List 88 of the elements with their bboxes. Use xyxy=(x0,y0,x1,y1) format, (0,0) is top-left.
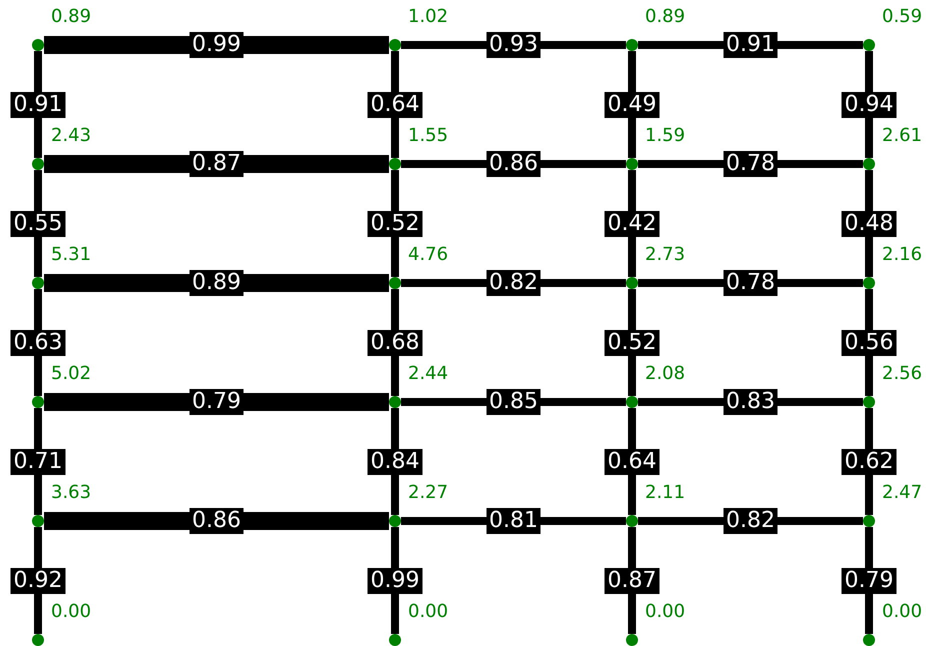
edge-label: 0.92 xyxy=(10,568,66,594)
joint-value: 0.00 xyxy=(51,602,92,622)
joint-value: 1.59 xyxy=(645,126,686,146)
edge-label: 0.93 xyxy=(486,32,541,58)
edge-label: 0.78 xyxy=(723,151,778,177)
edge-label: 0.87 xyxy=(189,151,244,177)
edge-label: 0.55 xyxy=(10,210,66,236)
joint-value: 2.73 xyxy=(645,245,686,265)
joint-value: 0.89 xyxy=(51,7,92,27)
edge-label: 0.82 xyxy=(486,270,541,296)
joint-value: 2.11 xyxy=(645,483,686,503)
joint-dot xyxy=(626,158,638,170)
edge-label: 0.48 xyxy=(842,210,896,236)
edge-label: 0.82 xyxy=(723,508,778,534)
edge-label: 0.86 xyxy=(486,151,541,177)
joint-dot xyxy=(863,515,875,527)
beam-line xyxy=(44,274,389,292)
joint-dot xyxy=(626,634,638,646)
edge-label: 0.64 xyxy=(604,448,660,474)
edge-label: 0.89 xyxy=(189,270,244,296)
joint-value: 0.89 xyxy=(645,7,686,27)
joint-value: 4.76 xyxy=(408,245,448,265)
joint-dot xyxy=(389,515,401,527)
joint-dot xyxy=(863,158,875,170)
beam-line xyxy=(44,36,389,54)
edge-label: 0.99 xyxy=(368,568,422,594)
joint-dot xyxy=(32,39,44,51)
joint-value: 2.16 xyxy=(882,245,922,265)
joint-dot xyxy=(389,634,401,646)
edge-label: 0.52 xyxy=(604,330,660,356)
edge-label: 0.85 xyxy=(486,389,541,415)
edge-label: 0.62 xyxy=(842,448,896,474)
beam-line xyxy=(44,155,389,173)
edge-label: 0.91 xyxy=(10,92,66,118)
joint-value: 2.43 xyxy=(51,126,92,146)
edge-label: 0.42 xyxy=(604,210,660,236)
edge-label: 0.83 xyxy=(723,389,778,415)
joint-value: 2.44 xyxy=(408,364,448,384)
joint-dot xyxy=(32,515,44,527)
joint-value: 2.61 xyxy=(882,126,922,146)
joint-value: 1.02 xyxy=(408,7,448,27)
edge-label: 0.52 xyxy=(368,210,422,236)
joint-dot xyxy=(626,515,638,527)
joint-dot xyxy=(32,396,44,408)
joint-dot xyxy=(389,158,401,170)
edge-label: 0.79 xyxy=(189,389,244,415)
joint-value: 0.59 xyxy=(882,7,922,27)
edge-label: 0.79 xyxy=(842,568,896,594)
edge-label: 0.56 xyxy=(842,330,896,356)
joint-dot xyxy=(32,634,44,646)
joint-dot xyxy=(863,396,875,408)
edge-label: 0.64 xyxy=(368,92,422,118)
joint-dot xyxy=(389,39,401,51)
joint-dot xyxy=(863,277,875,289)
edge-label: 0.94 xyxy=(842,92,896,118)
joint-dot xyxy=(863,634,875,646)
joint-value: 0.00 xyxy=(882,602,922,622)
joint-value: 3.63 xyxy=(51,483,92,503)
edge-label: 0.91 xyxy=(723,32,778,58)
joint-value: 2.47 xyxy=(882,483,922,503)
joint-value: 5.31 xyxy=(51,245,92,265)
joint-dot xyxy=(626,277,638,289)
joint-value: 1.55 xyxy=(408,126,448,146)
joint-value: 2.56 xyxy=(882,364,922,384)
beam-line xyxy=(44,512,389,530)
joint-value: 2.27 xyxy=(408,483,448,503)
beam-line xyxy=(44,393,389,411)
joint-dot xyxy=(32,277,44,289)
edge-label: 0.71 xyxy=(10,448,66,474)
edge-label: 0.99 xyxy=(189,32,244,58)
joint-value: 0.00 xyxy=(408,602,448,622)
joint-dot xyxy=(626,39,638,51)
joint-value: 5.02 xyxy=(51,364,92,384)
edge-label: 0.49 xyxy=(604,92,660,118)
edge-label: 0.63 xyxy=(10,330,66,356)
edge-label: 0.81 xyxy=(486,508,541,534)
joint-dot xyxy=(389,396,401,408)
edge-label: 0.78 xyxy=(723,270,778,296)
edge-label: 0.68 xyxy=(368,330,422,356)
joint-dot xyxy=(389,277,401,289)
joint-value: 0.00 xyxy=(645,602,686,622)
joint-value: 2.08 xyxy=(645,364,686,384)
joint-dot xyxy=(626,396,638,408)
edge-label: 0.86 xyxy=(189,508,244,534)
edge-label: 0.87 xyxy=(604,568,660,594)
edge-label: 0.84 xyxy=(368,448,422,474)
joint-dot xyxy=(863,39,875,51)
joint-dot xyxy=(32,158,44,170)
